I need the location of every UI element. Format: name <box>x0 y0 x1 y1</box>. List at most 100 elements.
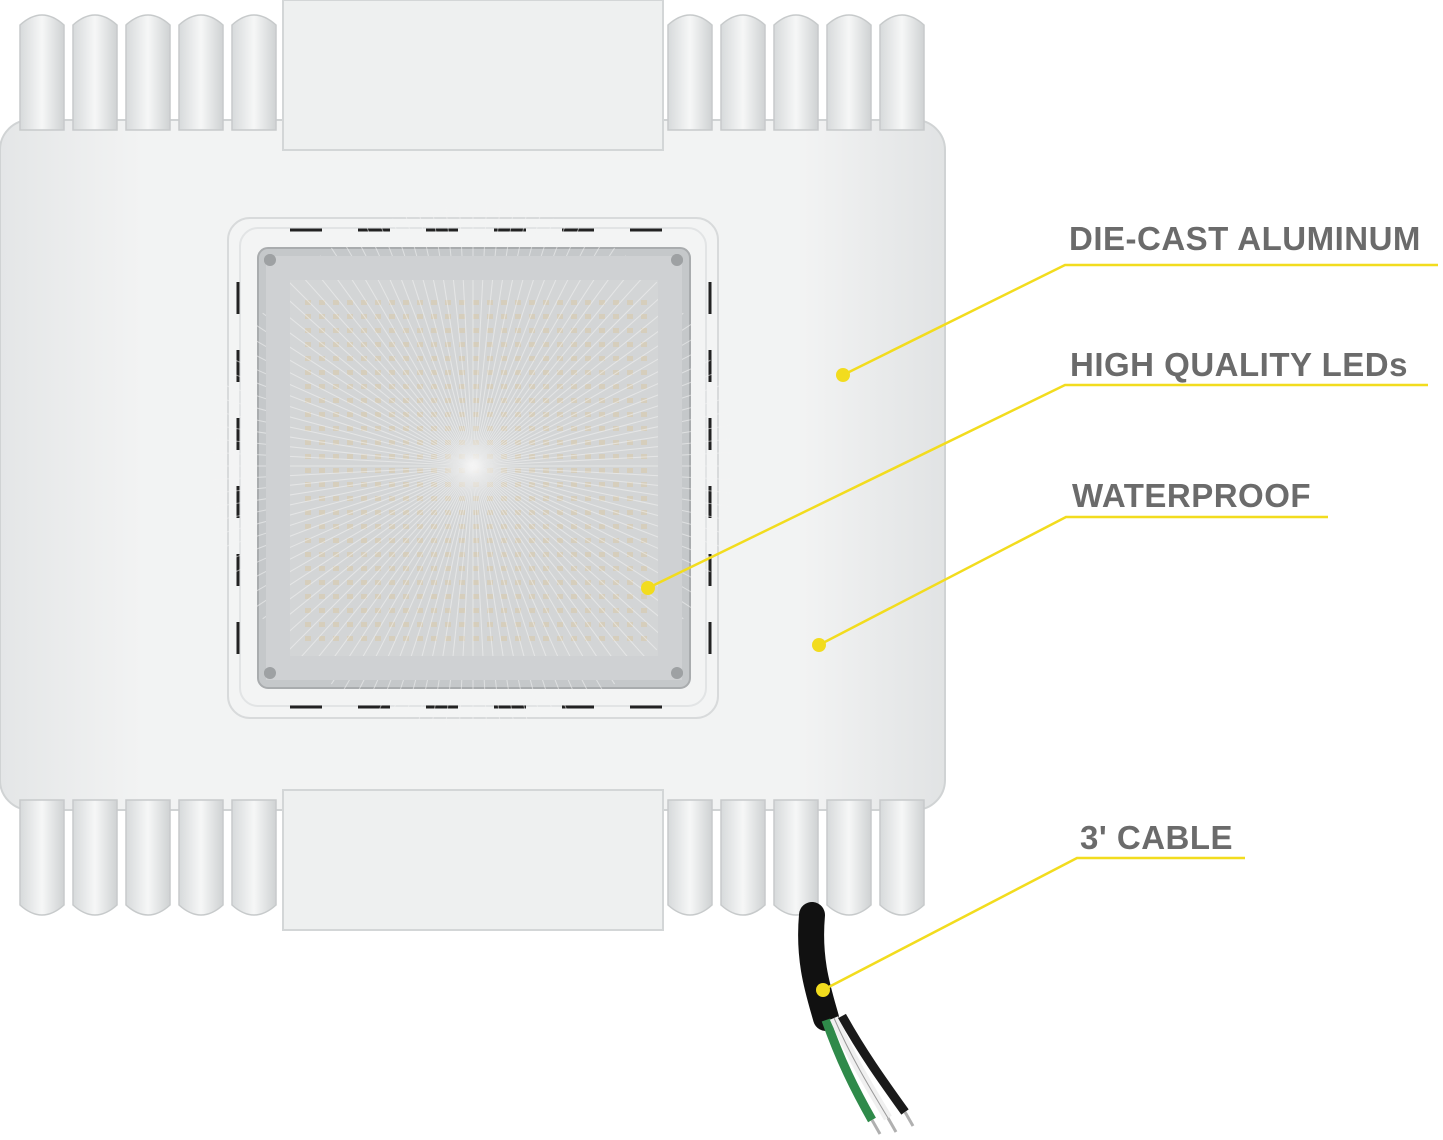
led-chip <box>305 636 311 641</box>
led-chip <box>459 300 465 305</box>
power-cable <box>798 902 915 1135</box>
heat-sink-fin <box>125 14 171 131</box>
led-chip <box>445 566 451 571</box>
led-chip <box>627 580 633 585</box>
led-chip <box>585 398 591 403</box>
led-chip <box>599 440 605 445</box>
lens-ray <box>279 291 474 467</box>
led-chip <box>557 370 563 375</box>
led-chip <box>347 636 353 641</box>
led-chip <box>347 622 353 627</box>
led-chip <box>585 594 591 599</box>
led-chip <box>347 412 353 417</box>
led-chip <box>333 398 339 403</box>
lens-ray <box>472 465 627 677</box>
led-chip <box>389 356 395 361</box>
led-chip <box>361 622 367 627</box>
lens-ray <box>213 451 474 467</box>
lens-ray <box>330 247 474 467</box>
led-chip <box>375 552 381 557</box>
led-chip <box>627 538 633 543</box>
led-chip <box>557 622 563 627</box>
lens-ray <box>472 255 627 467</box>
led-chip <box>599 482 605 487</box>
led-chip <box>417 524 423 529</box>
lens-ray <box>254 323 474 467</box>
led-chip <box>571 608 577 613</box>
led-chip <box>501 510 507 515</box>
screw-icon <box>671 254 683 266</box>
led-chip <box>557 594 563 599</box>
lens-frame <box>213 206 733 726</box>
led-chip <box>599 566 605 571</box>
led-chip <box>515 314 521 319</box>
led-chip <box>375 636 381 641</box>
lens-ray <box>472 465 733 481</box>
led-chip <box>627 454 633 459</box>
led-chip <box>459 594 465 599</box>
led-chip <box>305 538 311 543</box>
lens-ray <box>214 438 474 467</box>
led-chip <box>571 328 577 333</box>
lens-ray <box>472 465 728 521</box>
led-chip <box>599 496 605 501</box>
led-chip <box>641 566 647 571</box>
led-chip <box>431 482 437 487</box>
led-chip <box>627 426 633 431</box>
heat-sink-fin <box>879 14 925 131</box>
led-chip <box>389 454 395 459</box>
lens-ray <box>472 207 501 467</box>
led-chip <box>403 622 409 627</box>
led-chip <box>585 356 591 361</box>
led-chip <box>585 510 591 515</box>
lens-ray <box>330 465 474 685</box>
led-chip <box>417 566 423 571</box>
led-chip <box>543 552 549 557</box>
led-chip <box>585 496 591 501</box>
lens-ray <box>445 207 474 467</box>
led-chip <box>445 384 451 389</box>
led-chip <box>417 426 423 431</box>
led-chip <box>501 342 507 347</box>
led-chip <box>613 496 619 501</box>
led-chip <box>431 580 437 585</box>
led-chip <box>333 370 339 375</box>
lens-ray <box>472 465 732 494</box>
led-chip <box>641 538 647 543</box>
lens-ray <box>472 465 667 641</box>
led-chip <box>557 398 563 403</box>
led-chip <box>515 356 521 361</box>
led-chip <box>585 342 591 347</box>
led-chip <box>389 412 395 417</box>
led-chip <box>403 370 409 375</box>
led-chip <box>613 594 619 599</box>
led-chip <box>501 412 507 417</box>
led-chip <box>599 328 605 333</box>
led-chip <box>305 608 311 613</box>
led-chip <box>445 314 451 319</box>
led-chip <box>305 552 311 557</box>
led-chip <box>403 496 409 501</box>
led-chip <box>529 440 535 445</box>
led-chip <box>333 636 339 641</box>
led-chip <box>613 454 619 459</box>
led-chip <box>375 482 381 487</box>
heat-sink-fin <box>231 14 277 131</box>
led-chip <box>375 356 381 361</box>
lens-ray <box>472 451 733 467</box>
lens-ray <box>254 465 474 609</box>
led-chip <box>501 538 507 543</box>
led-chip <box>417 342 423 347</box>
led-chip <box>599 426 605 431</box>
led-chip <box>473 384 479 389</box>
led-chip <box>347 454 353 459</box>
led-chip <box>627 622 633 627</box>
led-chip <box>599 314 605 319</box>
led-chip <box>501 314 507 319</box>
led-chip <box>557 566 563 571</box>
led-chip <box>361 510 367 515</box>
led-chip <box>305 510 311 515</box>
led-chip <box>445 468 451 473</box>
led-chip <box>501 566 507 571</box>
led-chip <box>333 440 339 445</box>
